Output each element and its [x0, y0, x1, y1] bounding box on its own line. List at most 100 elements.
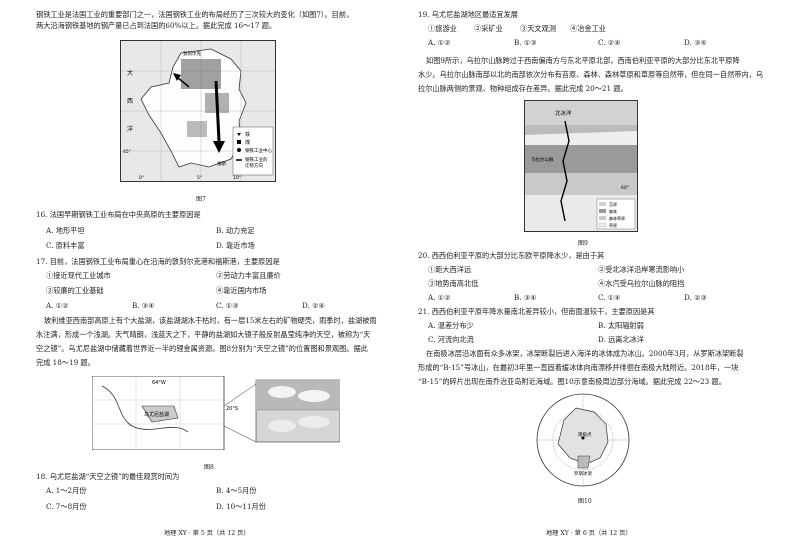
industrial-north-region [181, 59, 221, 89]
figure-8-caption: 图8 [204, 464, 214, 471]
q16-option-c[interactable]: C. 原料丰富 [46, 241, 85, 250]
label-ocean-1: 大 [127, 69, 133, 77]
q18-option-c[interactable]: C. 7～8月份 [46, 502, 87, 511]
label-fos: 福斯 [217, 160, 226, 167]
legend-coal: 煤 [245, 139, 250, 146]
q17-item-2: ②劳动力丰富且廉价 [216, 271, 281, 280]
page-footer-left: 地理 XY · 第 5 页（共 12 页） [164, 530, 250, 537]
france-map-svg: 铁 煤 钢铁工业中心 钢铁工业的 迁移方向 大 西 洋 敦刻尔克 福斯 0° 5… [121, 41, 275, 181]
figure-7-caption: 图7 [196, 196, 206, 203]
intro-line-1: 钢铁工业是法国工业的重要部门之一，法国钢铁工业的布局经历了三次较大的变化（如图7… [36, 10, 354, 19]
label-lon-64w: 64°W [152, 380, 166, 386]
q18-stem: 18. 乌尤尼盐湖“天空之镜”的最佳观赏时间为 [36, 472, 180, 481]
q20-option-c[interactable]: C. ①④ [598, 293, 621, 302]
legend-migration-2: 迁移方向 [245, 162, 263, 169]
label-ural: 乌拉尔山脉 [531, 156, 554, 163]
q17-option-a[interactable]: A. ①② [46, 301, 69, 310]
label-arctic-ocean: 北冰洋 [555, 109, 572, 117]
para4-line-3: “B-15”的碎片出现在南乔治亚岛附近海域。图10示意南极周边部分海域。据此完成… [418, 377, 726, 386]
q17-option-d[interactable]: D. ②④ [302, 301, 325, 310]
q20-item-1: ①距大西洋远 [428, 265, 472, 274]
central-plateau-region [187, 121, 207, 137]
q18-option-b[interactable]: B. 4～5月份 [216, 486, 257, 495]
label-lon-5: 5° [197, 175, 202, 181]
q21-option-a[interactable]: A. 温差分布少 [428, 321, 474, 330]
label-dunkirk: 敦刻尔克 [183, 50, 201, 57]
figure-10-antarctic-map: 南极点 罗斯冰架 [528, 390, 638, 490]
q19-item-1: ①旅游业 [428, 24, 457, 33]
figure-9-caption: 图9 [578, 240, 588, 247]
forest-steppe-zone [525, 173, 637, 195]
q17-stem: 17. 目前，法国钢铁工业布局重心在沿海的敦刻尔克港和福斯港，主要原因是 [36, 257, 280, 266]
label-lon-0: 0° [139, 175, 144, 181]
antarctica-outline [557, 407, 609, 465]
legend-forest: 森林 [609, 208, 617, 214]
q19-item-4: ④冶金工业 [570, 24, 606, 33]
q20-option-b[interactable]: B. ③④ [514, 293, 537, 302]
q16-option-a[interactable]: A. 地形平坦 [46, 226, 85, 235]
q17-item-1: ①接近现代工业城市 [46, 271, 111, 280]
para2-line-1: 玻利维亚西南部高原上有个大盐湖，该盐湖湖水干枯时，有一层15米左右的矿物硬壳，雨… [44, 316, 377, 325]
q16-option-b[interactable]: B. 动力充足 [216, 226, 255, 235]
q21-option-c[interactable]: C. 河流向北流 [428, 335, 474, 344]
q21-option-d[interactable]: D. 远离北冰洋 [598, 335, 645, 344]
q20-stem: 20. 西西伯利亚平原的大部分比东欧平原降水少，是由于其 [418, 251, 605, 260]
q20-item-3: ③地势南高北低 [428, 279, 479, 288]
label-lat-45: 45° [123, 149, 131, 155]
q19-item-2: ②采矿业 [474, 24, 503, 33]
q19-item-3: ③天文观测 [520, 24, 556, 33]
figure-10-caption: 图10 [578, 498, 592, 505]
ross-ice-shelf [577, 455, 591, 469]
q21-stem: 21. 西西伯利亚平原年降水量南北差异较小，但南面温较干，主要原因是其 [418, 307, 655, 316]
label-uyuni: 乌尤尼盐湖 [144, 411, 169, 418]
q19-option-d[interactable]: D. ③④ [684, 38, 707, 47]
ural-mountains-line [560, 120, 570, 222]
label-ross-shelf: 罗斯冰架 [574, 470, 592, 477]
q18-option-d[interactable]: D. 10～11月份 [216, 502, 266, 511]
figure-7-france-map: 铁 煤 钢铁工业中心 钢铁工业的 迁移方向 大 西 洋 敦刻尔克 福斯 0° 5… [120, 40, 276, 182]
label-ocean-3: 洋 [127, 125, 133, 133]
q16-stem: 16. 法国早期钢铁工业布局在中央高原的主要原因是 [36, 210, 201, 219]
forest-zone [525, 145, 637, 173]
para4-line-1: 在南极冰层沿冰面有众多冰架，冰架断裂后进入海洋的冰体成为冰山。2000年3月，从… [426, 349, 744, 358]
figure-10-svg: 南极点 罗斯冰架 [536, 393, 630, 487]
figure-8: 乌尤尼盐湖 64°W 20°S [91, 375, 341, 451]
q17-option-b[interactable]: B. ③④ [132, 301, 155, 310]
para3-line-2: 水少。乌拉尔山脉南部以北的南部依次分布有苔原、森林、森林草原和草原等自然带，但在… [418, 70, 764, 79]
q16-option-d[interactable]: D. 靠近市场 [216, 241, 255, 250]
label-south-pole: 南极点 [578, 431, 592, 438]
legend-steel-center: 钢铁工业中心 [245, 147, 272, 154]
para2-line-2: 水注满，形成一个浅湖。天气晴朗，浅蓝天之下，平静的盐湖如大镜子般反射晶莹纯净的天… [36, 330, 371, 339]
q20-option-d[interactable]: D. ②③ [684, 293, 707, 302]
q19-option-a[interactable]: A. ①② [428, 38, 451, 47]
q19-option-c[interactable]: C. ②④ [598, 38, 621, 47]
migration-arrow [214, 80, 221, 142]
label-lat-20s: 20°S [226, 406, 238, 412]
legend-steppe: 草原 [609, 222, 617, 228]
q20-item-2: ②受北冰洋沿岸寒流影响小 [598, 265, 685, 274]
q17-item-4: ④靠近国内市场 [216, 286, 267, 295]
salt-flat-area [141, 405, 179, 423]
legend-forest-steppe: 森林草原 [609, 215, 625, 221]
q19-option-b[interactable]: B. ①③ [514, 38, 537, 47]
legend-iron: 铁 [245, 131, 250, 138]
figure-8-svg: 乌尤尼盐湖 64°W 20°S [91, 375, 341, 451]
legend-tundra: 苔原 [609, 201, 617, 207]
figure-9-svg: 北冰洋 乌拉尔山脉 60° 苔原 森林 森林草原 草原 [525, 101, 637, 231]
q21-option-b[interactable]: B. 太阳辐射弱 [598, 321, 644, 330]
intro-line-2: 两大沿海钢铁基地的钢产量已占到法国的60%以上。据此完成 16～17 题。 [36, 21, 277, 30]
para2-line-4: 完成 18～19 题。 [36, 358, 95, 367]
label-lon-10: 10° [233, 175, 241, 181]
page-footer-right: 地理 XY · 第 6 页（共 12 页） [546, 530, 632, 537]
label-ocean-2: 西 [127, 98, 133, 105]
q20-option-a[interactable]: A. ①② [428, 293, 451, 302]
para3-line-3: 拉尔山脉两侧的景观、物种组成存在差异。据此完成 20～21 题。 [418, 84, 628, 93]
q18-option-a[interactable]: A. 1～2月份 [46, 486, 87, 495]
para3-line-1: 如图9所示，乌拉尔山脉跨过于西南偏南方与东北平原北部，西南伯利亚平原的大部分比东… [426, 56, 740, 65]
para4-line-2: 形成的“B-15”号冰山，在最初3年里一直固着缓冰体向南漂移并徘徊在南极大陆附近… [418, 363, 739, 372]
migration-arrow-head [213, 141, 225, 153]
q17-option-c[interactable]: C. ①③ [216, 301, 239, 310]
q17-item-3: ③较廉的工业基础 [46, 286, 104, 295]
q19-stem: 19. 乌尤尼盐湖地区最适宜发展 [418, 10, 518, 19]
label-lat-60: 60° [621, 185, 629, 191]
